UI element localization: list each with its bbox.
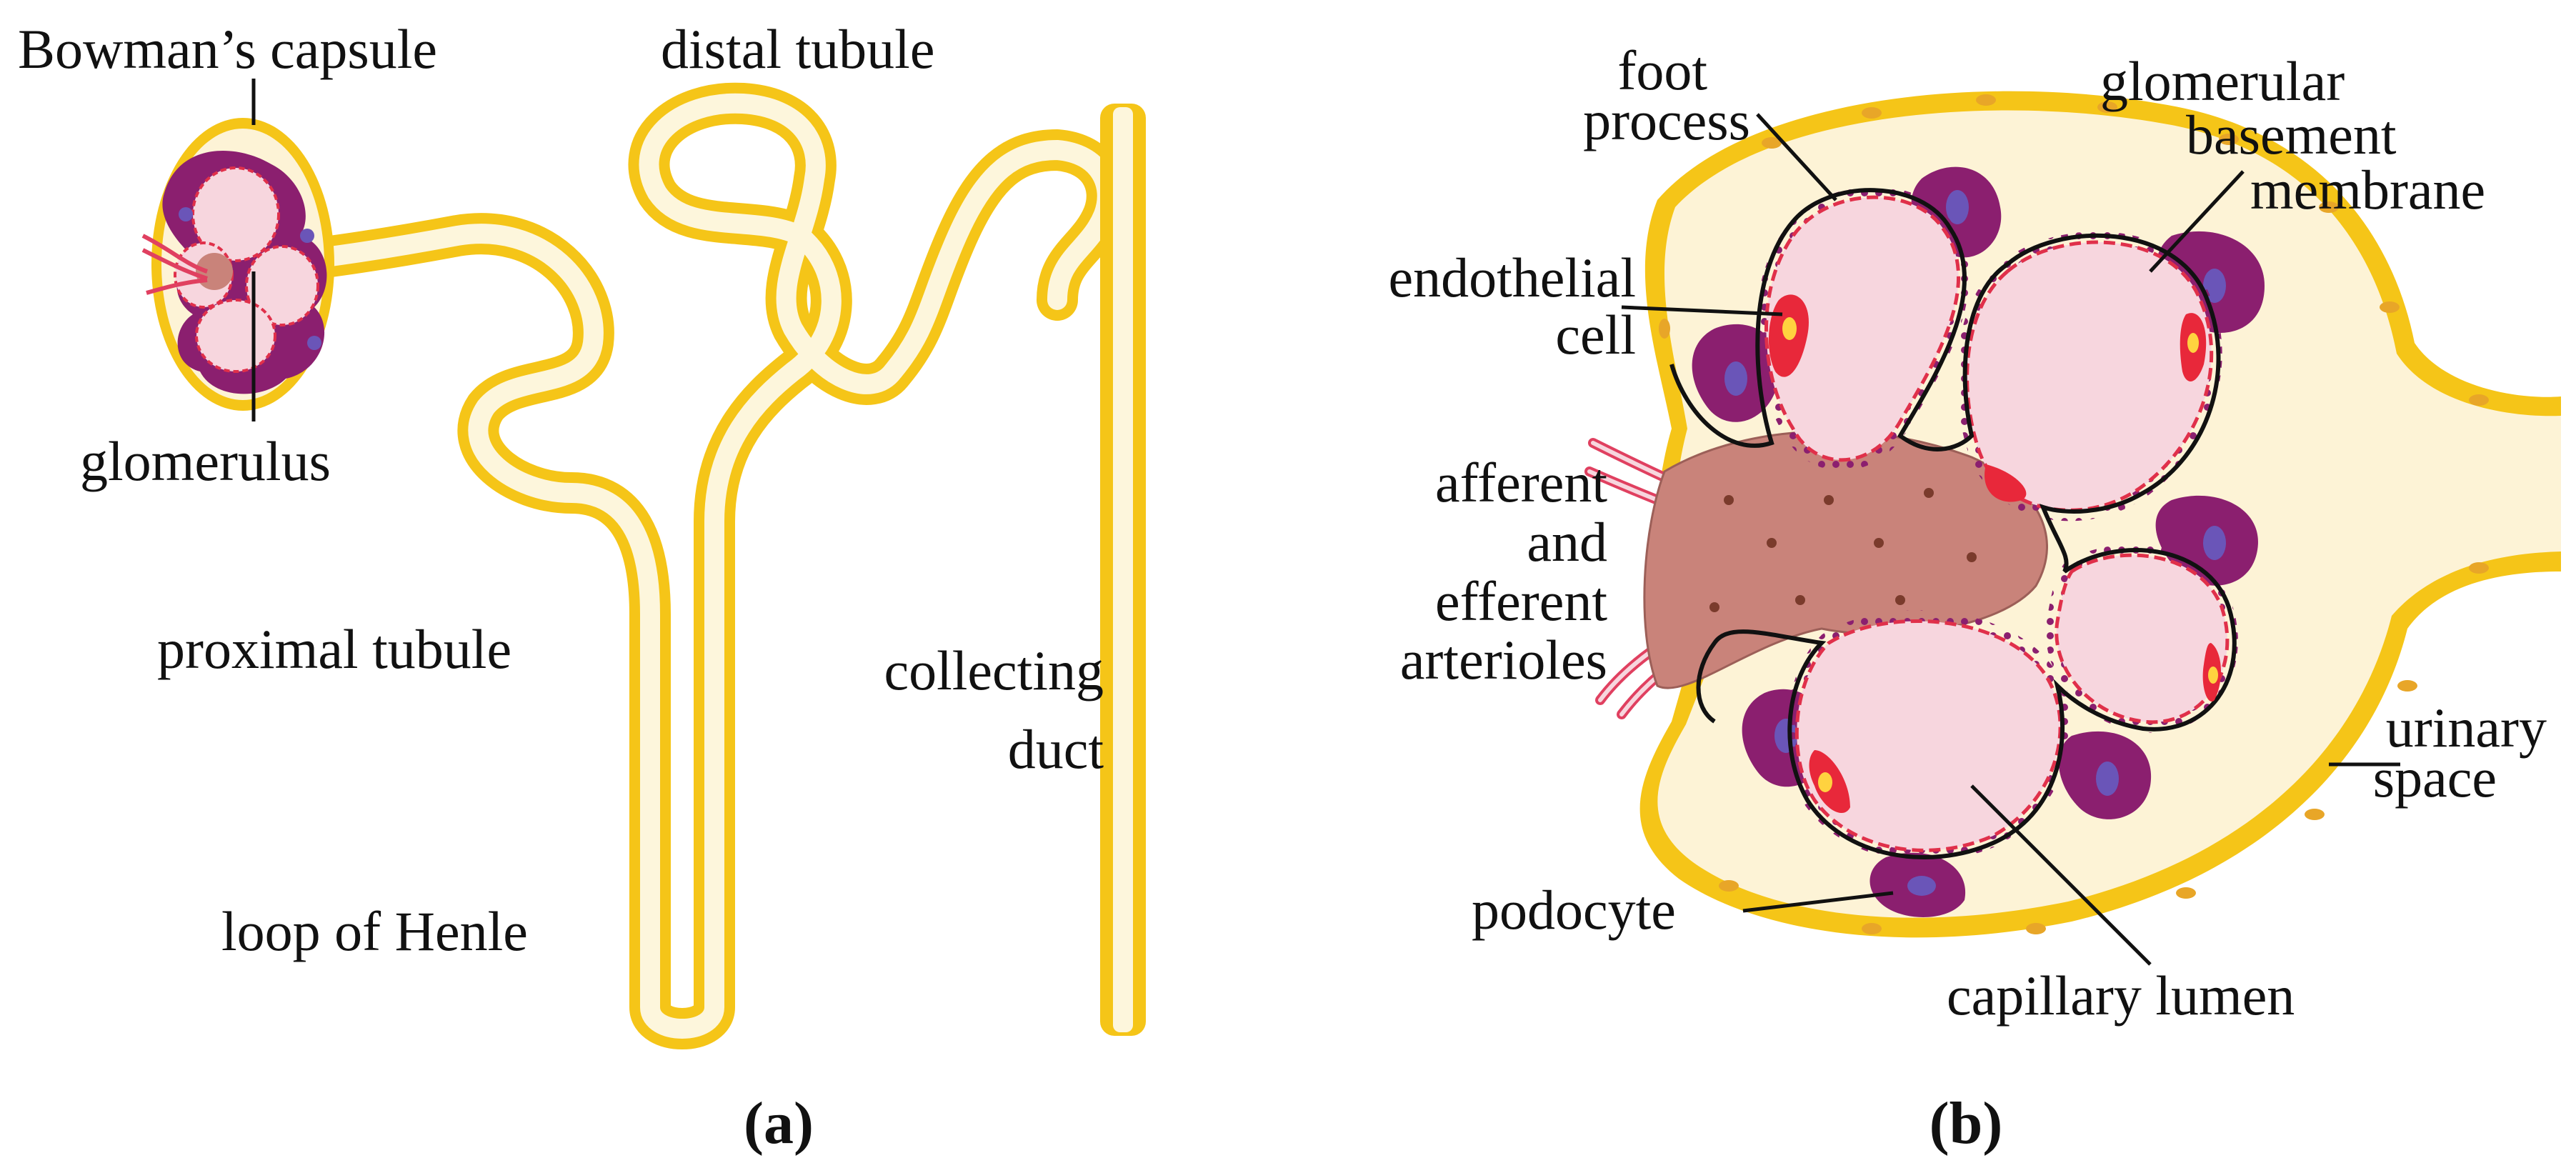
capsule-cell-nuclei [1659,94,2489,934]
panel-b-glomerulus: foot process glomerular basement membran… [1388,39,2561,1157]
label-foot-process-line2: process [1583,89,1750,151]
label-foot-process-line1: foot [1617,39,1707,101]
label-arterioles-line3: efferent [1435,570,1607,632]
label-bowmans-capsule: Bowman’s capsule [18,18,437,80]
collecting-duct [1100,104,1146,1036]
label-capillary-lumen: capillary lumen [1947,964,2295,1027]
label-distal-tubule: distal tubule [661,18,934,80]
nephron-tubule [244,82,1128,1049]
label-endothelial-line1: endothelial [1388,246,1636,309]
label-gbm-line3: membrane [2250,159,2485,221]
label-collecting-duct-line1: collecting [884,639,1104,702]
label-collecting-duct-line2: duct [1008,718,1104,780]
label-urinary-line2: space [2373,747,2497,809]
leader-foot-process [1756,113,1837,201]
label-arterioles-line1: afferent [1435,451,1607,514]
label-endothelial-line2: cell [1555,304,1636,366]
leader-podocyte [1742,891,1894,913]
label-arterioles-line2: and [1527,511,1607,573]
endothelial-nuclei [1782,317,2218,792]
label-podocyte: podocyte [1472,879,1676,941]
capillary-loops [1755,186,2238,862]
label-urinary-line1: urinary [2386,697,2547,759]
label-gbm-line2: basement [2186,104,2397,166]
caption-panel-b: (b) [1929,1090,2003,1157]
glomerular-basement-membrane [1669,188,2237,859]
panel-a-nephron: Bowman’s capsule glomerulus distal tubul… [18,18,1146,1157]
caption-panel-a: (a) [744,1090,814,1157]
label-gbm-line1: glomerular [2100,50,2345,112]
leader-gbm [2149,170,2245,273]
leader-capillary-lumen [1970,784,2152,966]
label-arterioles-line4: arterioles [1400,629,1607,691]
mesangial-nuclei [1709,488,1977,612]
label-glomerulus: glomerulus [80,430,331,492]
label-loop-of-henle: loop of Henle [221,900,528,962]
label-proximal-tubule: proximal tubule [157,618,511,680]
leader-endothelial [1621,305,1783,316]
